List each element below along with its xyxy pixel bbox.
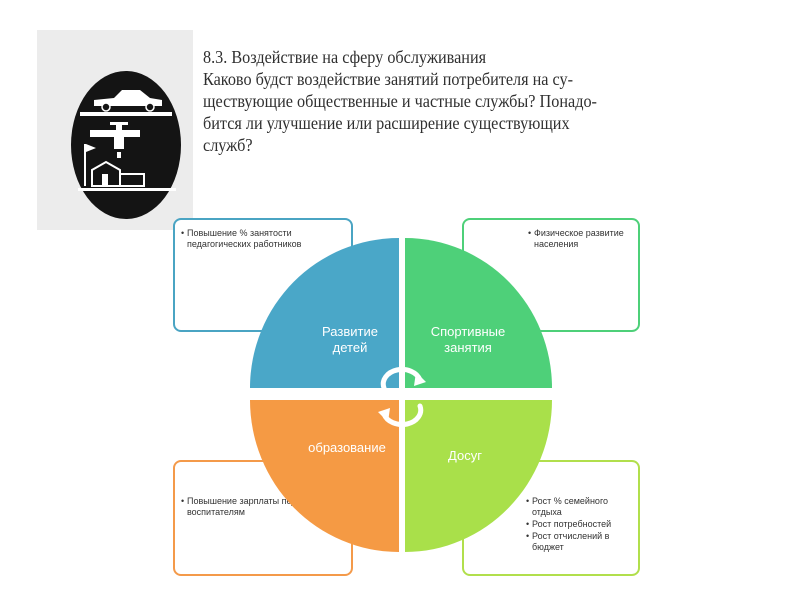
quadrant-label-bottom-right: Досуг <box>448 448 482 463</box>
quadrant-label-bottom-left: образование <box>308 440 386 455</box>
list-item: Рост потребностей <box>526 519 638 530</box>
quadrant-diagram <box>250 238 552 552</box>
list-item: Повышение % занятости педагогических раб… <box>181 228 351 250</box>
heading-line: Каково будст воздействие занятий потреби… <box>203 69 574 89</box>
heading-line: бится ли улучшение или расширение сущест… <box>203 113 570 133</box>
quadrant-top-left <box>250 238 399 388</box>
quadrant-label-top-left: Развитие детей <box>322 324 378 355</box>
list-item: Рост % семейного отдыха <box>526 496 638 518</box>
heading-line: 8.3. Воздействие на сферу обслуживания <box>203 47 487 67</box>
heading-line: ществующие общественные и частные службы… <box>203 91 597 111</box>
section-heading: 8.3. Воздействие на сферу обслуживания К… <box>203 46 608 156</box>
list-item: Физическое развитие населения <box>528 228 638 250</box>
quadrant-bottom-left <box>250 400 399 552</box>
services-emblem-icon <box>71 71 181 219</box>
quadrant-label-top-right: Спортивные занятия <box>430 324 506 355</box>
list-item: Повышение зарплаты педагогам и воспитате… <box>181 496 351 518</box>
list-item: Рост отчислений в бюджет <box>526 531 638 553</box>
quadrant-top-right <box>405 238 552 388</box>
heading-line: служб? <box>203 135 253 155</box>
quadrant-bottom-right <box>405 400 552 552</box>
